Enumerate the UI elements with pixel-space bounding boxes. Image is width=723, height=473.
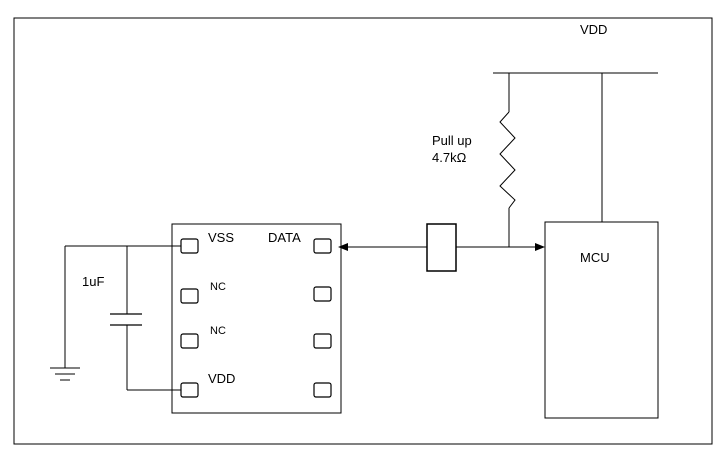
pad-nc-2: [180, 333, 199, 349]
capacitor-label: 1uF: [82, 274, 104, 289]
data-arrow-right: [535, 243, 545, 251]
pin-label-nc-1: NC: [210, 281, 226, 293]
series-component: [426, 223, 457, 272]
mcu-block: [544, 221, 659, 419]
pad-vdd: [180, 382, 199, 398]
pullup-resistor: [499, 111, 516, 209]
data-arrow-left: [338, 243, 348, 251]
pad-vss: [180, 238, 199, 254]
pad-nc-1: [180, 288, 199, 304]
pad-right-2: [313, 286, 332, 302]
pad-right-4: [313, 382, 332, 398]
pin-label-vdd: VDD: [208, 371, 235, 386]
pullup-value: 4.7kΩ: [432, 150, 467, 165]
pad-right-3: [313, 333, 332, 349]
pin-label-nc-2: NC: [210, 325, 226, 337]
vdd-rail-label: VDD: [580, 22, 607, 37]
pad-data: [313, 238, 332, 254]
outer-frame: [13, 17, 713, 445]
pullup-label: Pull up: [432, 133, 472, 148]
pin-label-data: DATA: [268, 230, 301, 245]
pin-label-vss: VSS: [208, 230, 234, 245]
mcu-label: MCU: [580, 250, 610, 265]
sensor-package: [171, 223, 342, 414]
